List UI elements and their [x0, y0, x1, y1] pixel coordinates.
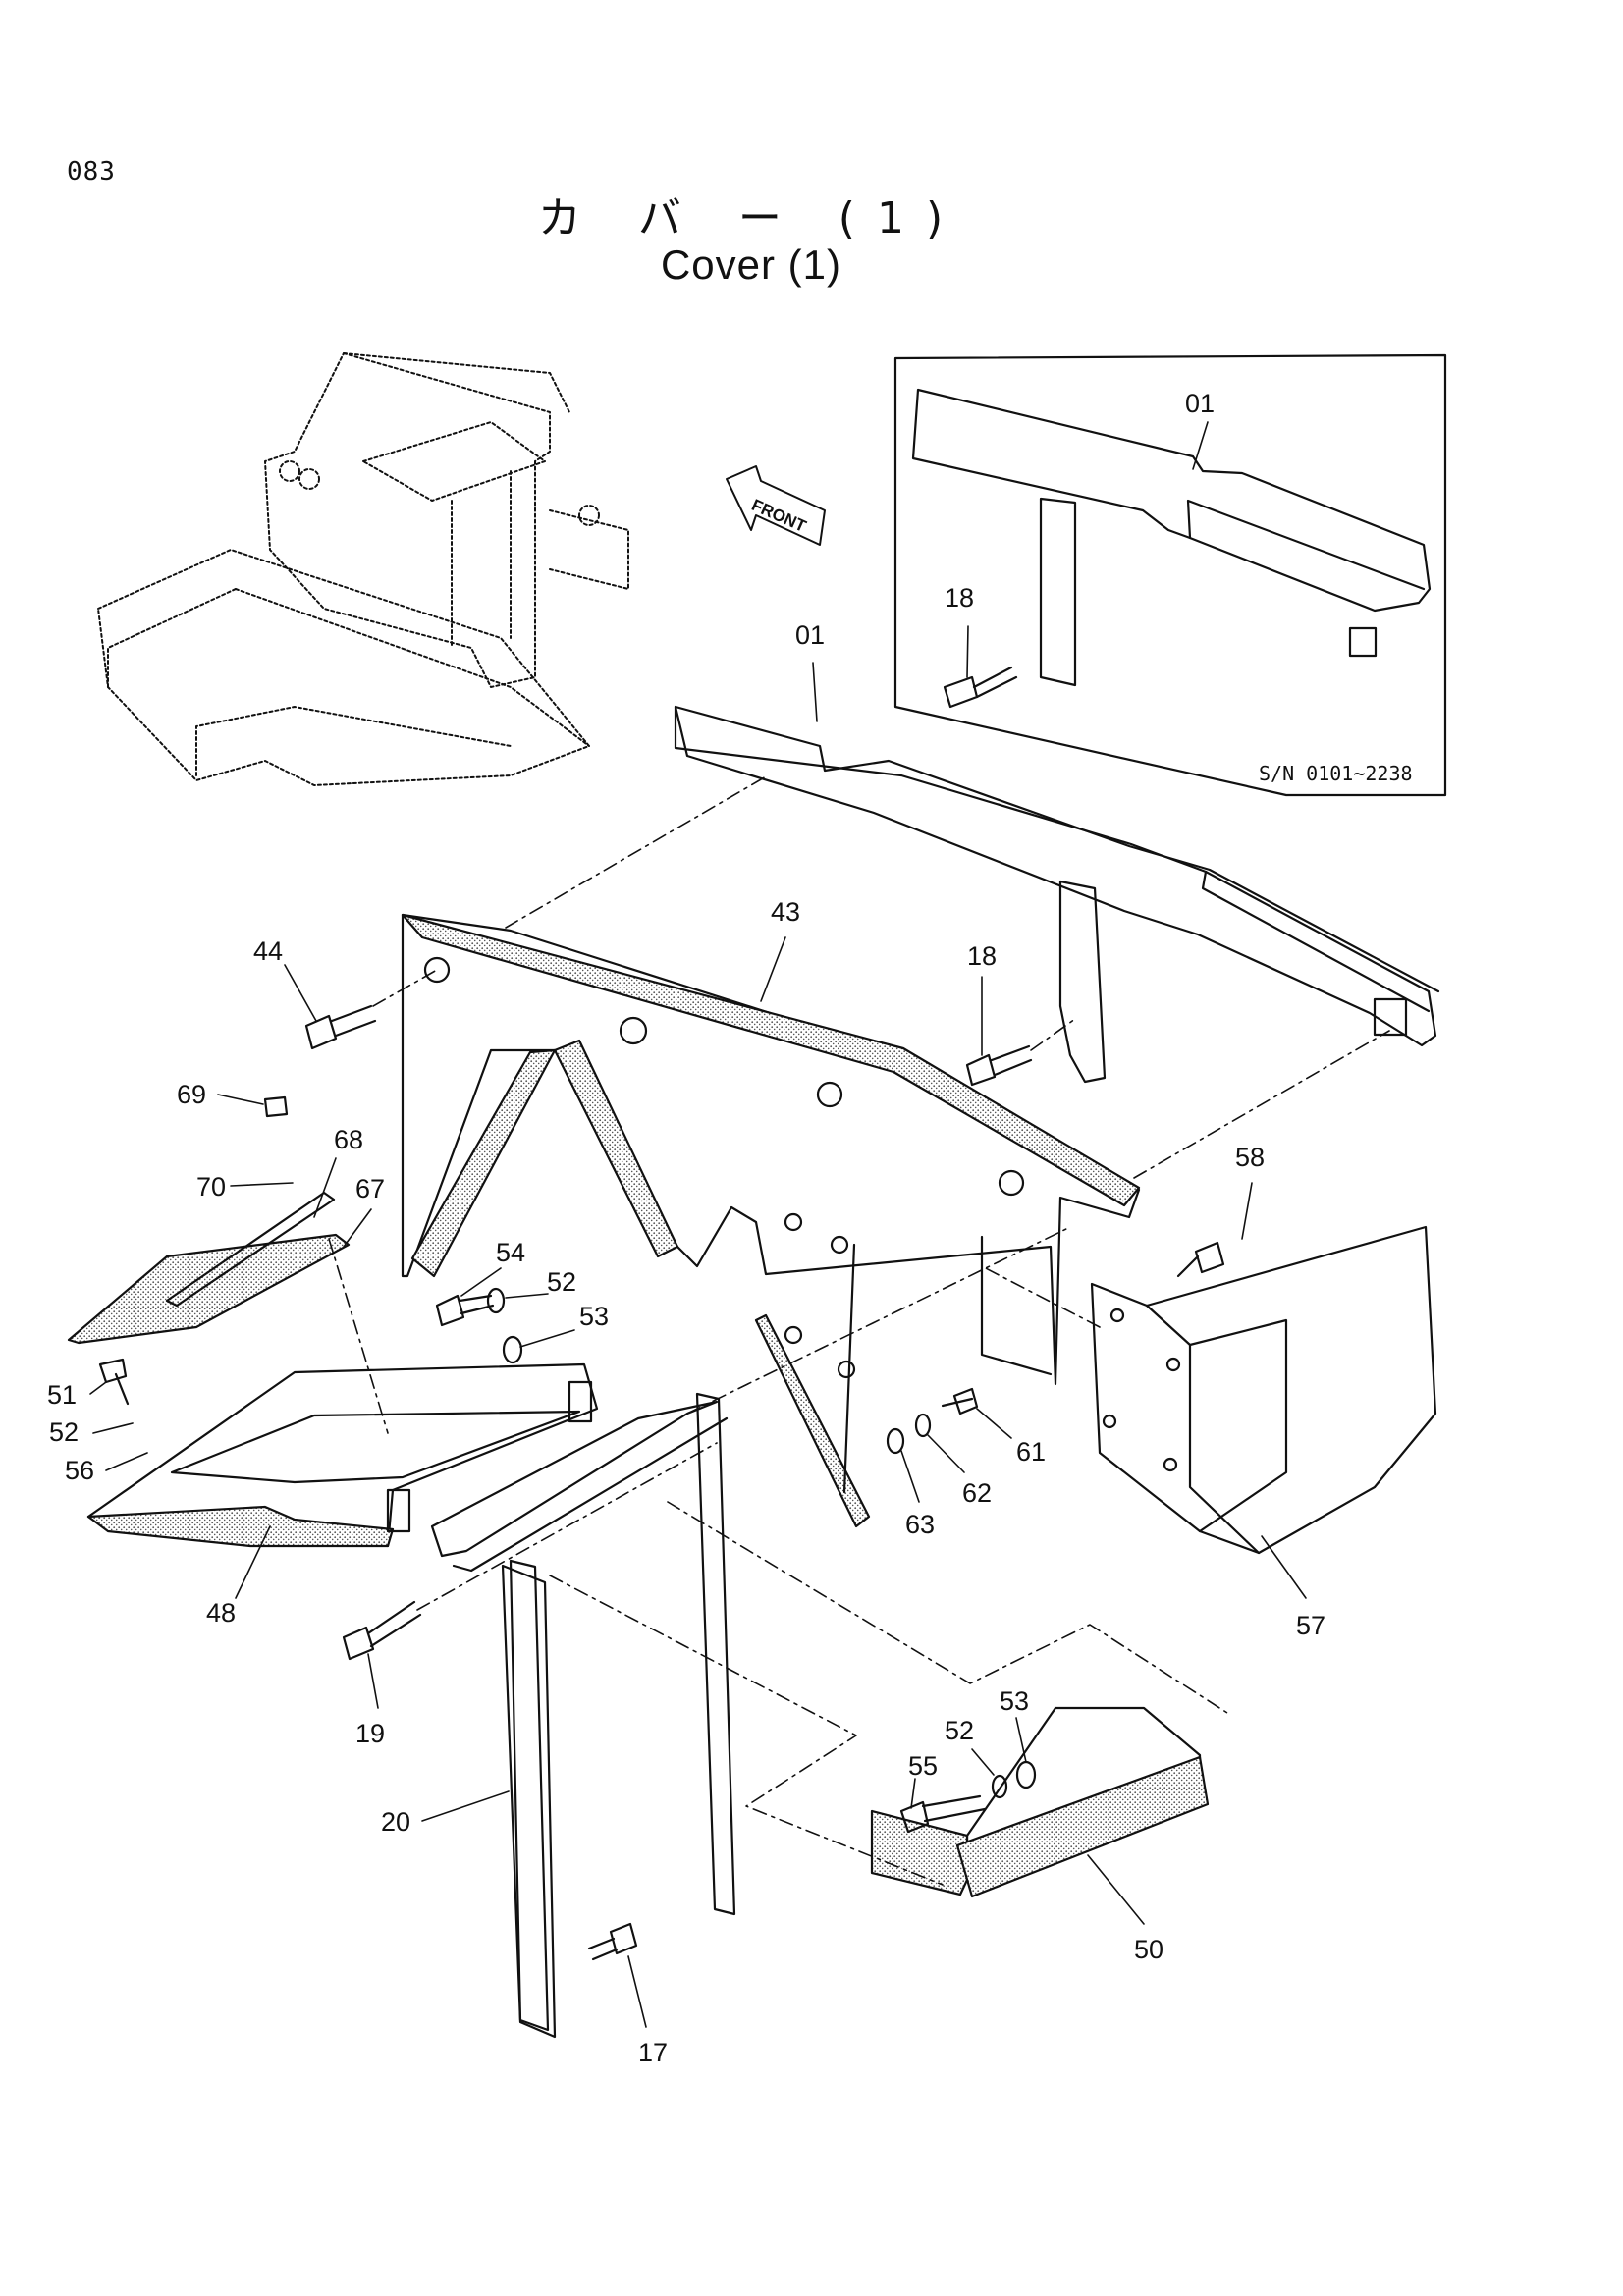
part-01-frame-beam [674, 705, 1440, 1084]
part-50-lower-bracket [870, 1706, 1210, 1898]
part-20-stay [430, 1392, 736, 2039]
title-japanese: カ バ ー (1) [537, 193, 965, 243]
callout-70: 70 [196, 1172, 226, 1201]
callout-17: 17 [638, 2038, 668, 2067]
callout-54: 54 [496, 1238, 525, 1267]
callout-50: 50 [1134, 1935, 1163, 1964]
callout-19: 19 [355, 1719, 385, 1748]
callout-51: 51 [47, 1380, 77, 1410]
inset-callout-18: 18 [945, 583, 974, 613]
callout-53-upper: 53 [579, 1302, 609, 1331]
part-43-panel [401, 913, 1141, 1528]
callout-43: 43 [771, 897, 800, 927]
leader-lines [89, 421, 1307, 2028]
serial-number-range: S/N 0101~2238 [1259, 762, 1413, 785]
assembly-lines [328, 774, 1390, 1886]
callout-61: 61 [1016, 1437, 1046, 1467]
inset-callout-01: 01 [1185, 389, 1215, 418]
callout-55: 55 [908, 1751, 938, 1781]
callout-57: 57 [1296, 1611, 1325, 1640]
title-english: Cover (1) [660, 241, 842, 288]
callout-18: 18 [967, 941, 997, 971]
callout-56: 56 [65, 1456, 94, 1485]
part-67-plate [67, 1191, 351, 1345]
inset-serial-variant [893, 353, 1447, 797]
page-number: 083 [67, 157, 116, 187]
callout-58: 58 [1235, 1143, 1265, 1172]
callout-01: 01 [795, 620, 825, 650]
callout-52-lower: 52 [945, 1716, 974, 1745]
callout-52-upper: 52 [547, 1267, 576, 1297]
bolts-and-washers [98, 1004, 1225, 1961]
front-label: FRONT [749, 496, 810, 536]
callout-67: 67 [355, 1174, 385, 1203]
callout-20: 20 [381, 1807, 410, 1837]
callout-44: 44 [253, 936, 283, 966]
machine-overview [97, 352, 629, 786]
callout-53-lower: 53 [1000, 1686, 1029, 1716]
callout-48: 48 [206, 1598, 236, 1628]
callout-63: 63 [905, 1510, 935, 1539]
callout-52-left: 52 [49, 1417, 79, 1447]
front-arrow-icon: FRONT [726, 465, 826, 546]
callout-68: 68 [334, 1125, 363, 1154]
callout-69: 69 [177, 1080, 206, 1109]
part-48-bracket [86, 1362, 599, 1548]
part-57-side-cover [1090, 1225, 1437, 1555]
callout-62: 62 [962, 1478, 992, 1508]
